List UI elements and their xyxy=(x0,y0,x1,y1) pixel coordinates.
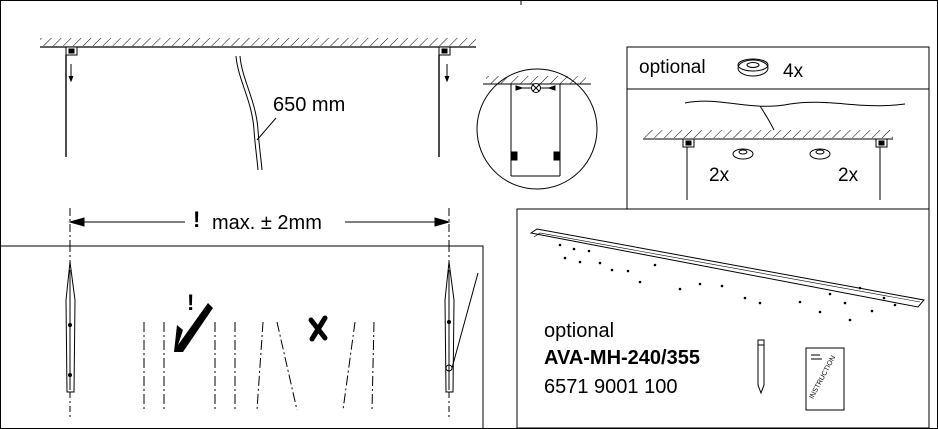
cross-mark-icon xyxy=(308,315,328,342)
tolerance-warning-icon: ! xyxy=(193,207,201,232)
right-luminaire xyxy=(444,246,479,420)
optional-label-accessory: optional xyxy=(544,320,615,342)
article-number: 6571 9001 100 xyxy=(544,376,678,398)
product-code: AVA-MH-240/355 xyxy=(544,347,700,369)
right-suspension xyxy=(438,46,451,157)
rosette-quantity-label: 4x xyxy=(783,61,804,82)
power-cable xyxy=(235,55,277,171)
bottom-left-panel-frame xyxy=(0,245,484,429)
accessory-panel xyxy=(516,208,930,429)
incorrect-nonparallel-lines xyxy=(256,321,375,411)
correct-parallel-lines xyxy=(143,322,236,410)
ceiling xyxy=(40,38,476,48)
optional-ceiling-panel xyxy=(626,46,930,210)
tolerance-label: max. ± 2mm xyxy=(212,212,322,234)
left-rosette-count: 2x xyxy=(709,165,730,186)
optional-label-top: optional xyxy=(639,57,706,78)
tolerance-dimension xyxy=(68,208,451,246)
left-suspension xyxy=(65,46,78,157)
right-rosette-count: 2x xyxy=(838,165,859,186)
left-luminaire xyxy=(65,246,76,420)
check-mark-icon xyxy=(174,303,213,352)
detail-magnifier xyxy=(476,68,598,190)
cable-length-label: 650 mm xyxy=(273,94,346,116)
check-warning-icon: ! xyxy=(187,290,195,315)
